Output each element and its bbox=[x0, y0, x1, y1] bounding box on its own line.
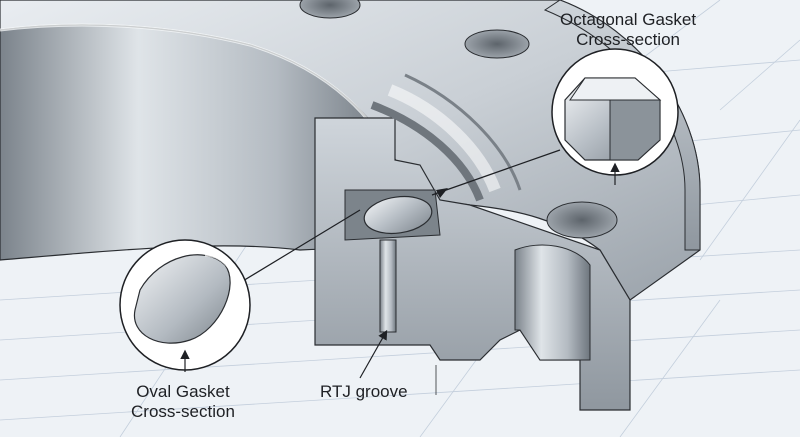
oval-label-line2: Cross-section bbox=[131, 402, 235, 421]
bolt-hole bbox=[546, 201, 618, 239]
oval-gasket-in-groove bbox=[363, 195, 433, 235]
flange-body bbox=[0, 0, 701, 411]
octagonal-label-line2: Cross-section bbox=[576, 30, 680, 49]
octagonal-label-line1: Octagonal Gasket bbox=[560, 10, 697, 29]
oval-label-line1: Oval Gasket bbox=[136, 382, 230, 401]
rtj-groove-text: RTJ groove bbox=[320, 382, 408, 401]
octagonal-gasket-label: Octagonal Gasket Cross-section bbox=[560, 10, 696, 50]
oval-gasket-label: Oval Gasket Cross-section bbox=[131, 382, 235, 422]
rtj-groove-leader bbox=[359, 329, 388, 379]
bolt-hole bbox=[299, 0, 361, 19]
oval-callout bbox=[119, 209, 361, 372]
octagonal-callout bbox=[431, 48, 679, 198]
rtj-groove-slot bbox=[379, 239, 397, 333]
oval-gasket-shape bbox=[133, 254, 231, 344]
rtj-groove-label: RTJ groove bbox=[320, 382, 408, 402]
bolt-hole bbox=[464, 29, 530, 59]
